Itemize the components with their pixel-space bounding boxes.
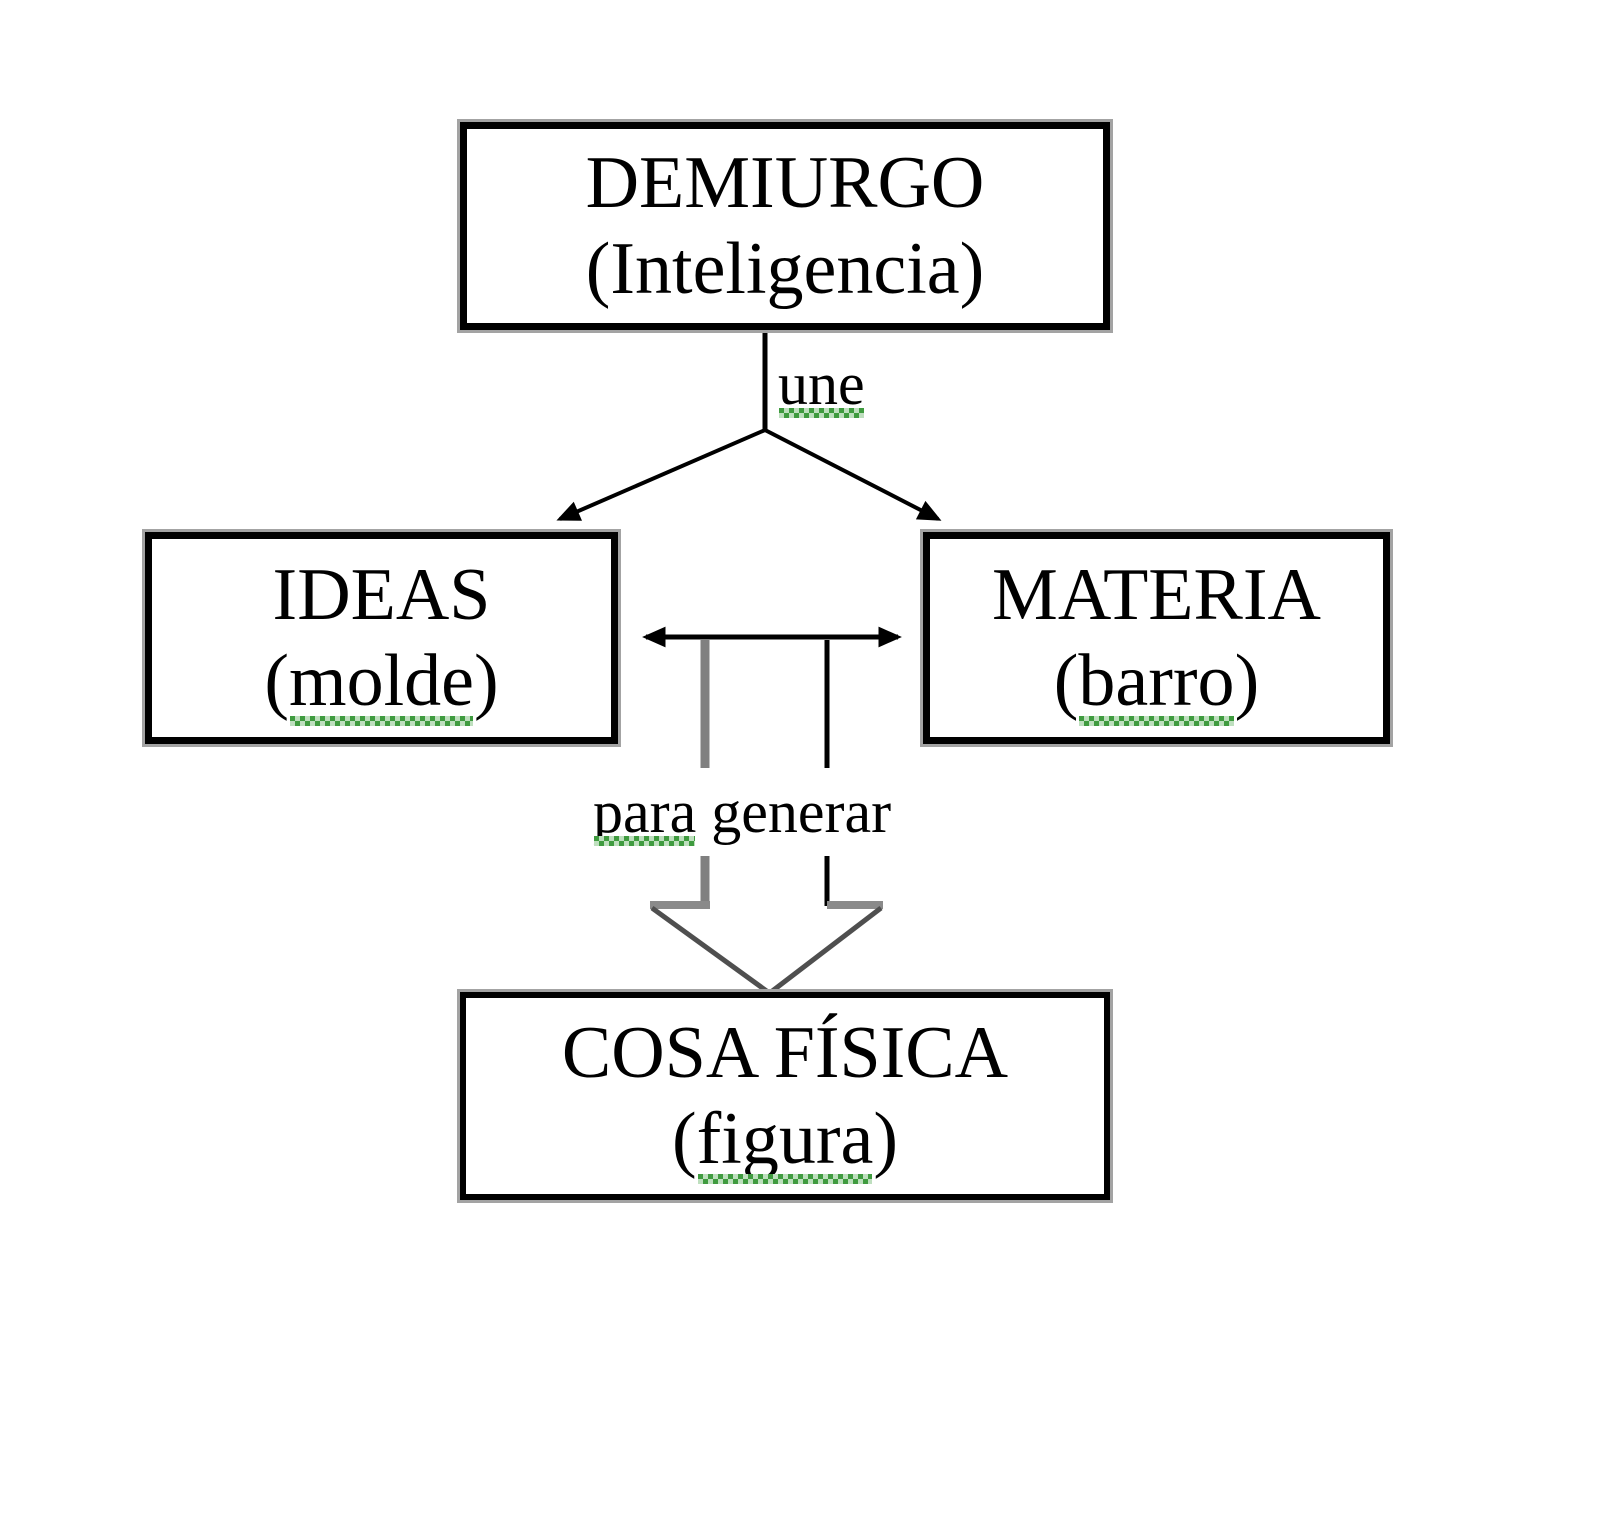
node-materia: MATERIA (barro) [923,532,1390,744]
paren-close: ) [873,1098,898,1180]
paren-open: ( [264,640,290,722]
edge-label-generar-word: generar [696,779,892,845]
node-demiurgo: DEMIURGO (Inteligencia) [460,122,1110,330]
node-materia-title: MATERIA [992,554,1321,636]
edge-demiurgo-to-materia [764,428,942,521]
node-cosa-fisica-subtitle: (figura) [671,1096,898,1184]
edge-label-para-word: para [593,779,697,846]
node-cosa-fisica: COSA FÍSICA (figura) [460,992,1110,1200]
node-cosa-fisica-subtitle-word: figura [696,1098,874,1184]
paren-open: ( [671,1098,697,1180]
paren-close: ) [473,640,499,722]
paren-close: ) [1234,640,1260,722]
node-ideas-subtitle: (molde) [264,638,499,726]
node-ideas: IDEAS (molde) [145,532,618,744]
funnel-arrow-point [650,905,883,995]
edge-label-une: une [778,351,865,418]
edge-label-une-word: une [778,351,865,418]
paren-open: ( [1053,640,1079,722]
node-demiurgo-title: DEMIURGO [585,142,985,224]
edge-label-para-generar: para generar [593,779,892,846]
node-materia-subtitle-word: barro [1078,640,1235,726]
node-demiurgo-subtitle: (Inteligencia) [585,228,985,310]
node-ideas-title: IDEAS [272,554,491,636]
edge-demiurgo-to-ideas [556,428,766,521]
node-ideas-subtitle-word: molde [289,640,474,726]
node-cosa-fisica-title: COSA FÍSICA [561,1012,1009,1094]
node-materia-subtitle: (barro) [1053,638,1260,726]
